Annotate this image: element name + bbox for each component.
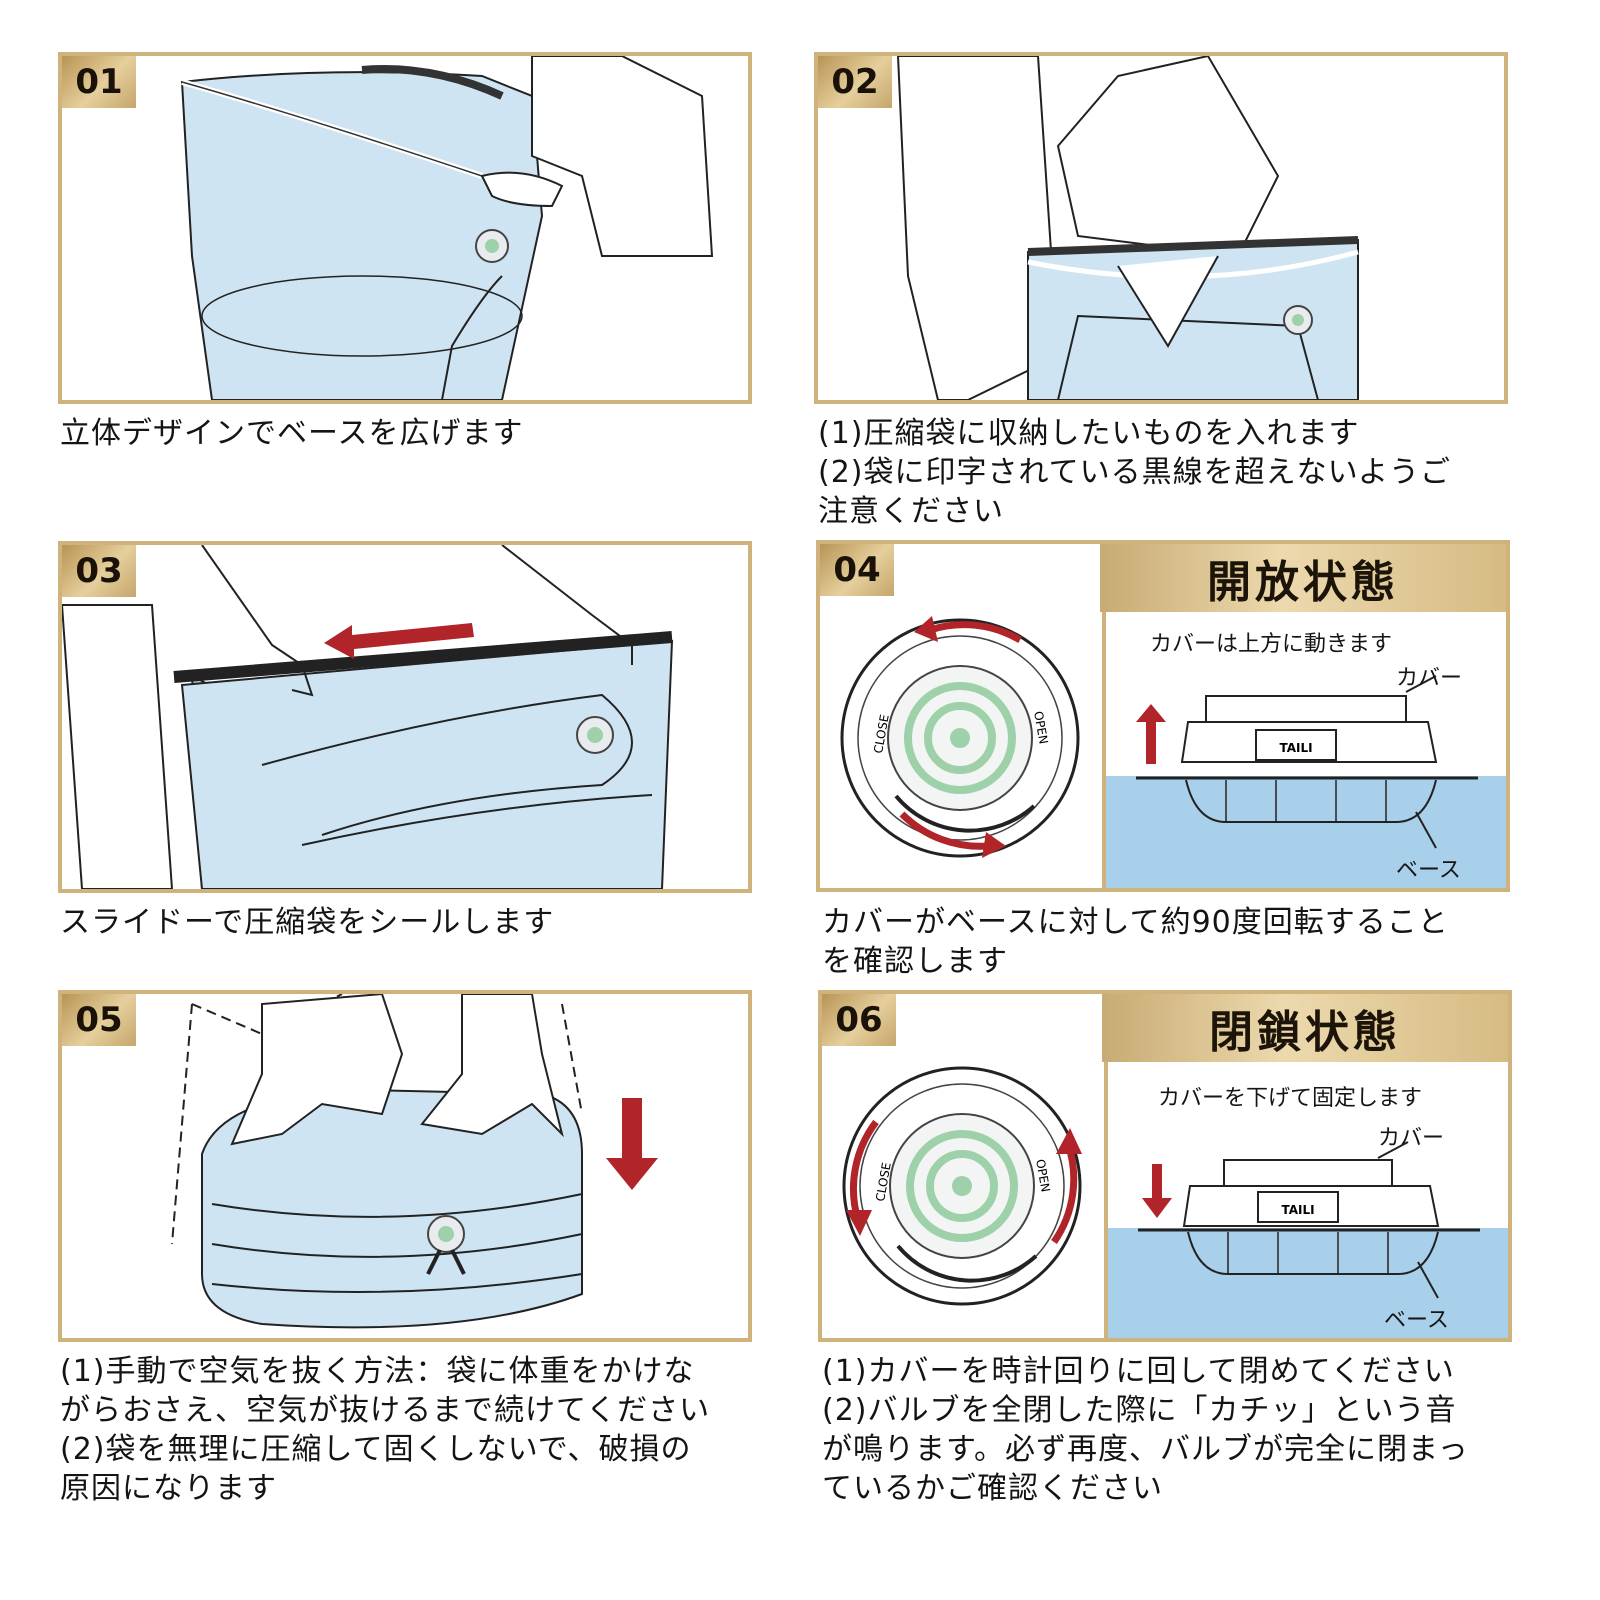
spread-base-illustration xyxy=(180,56,714,400)
step-01-panel: 01 xyxy=(58,52,752,404)
step-06-panel: 06 閉鎖状態 CLOSE OPEN TAILI カバーを下げて固定します xyxy=(818,990,1512,1342)
step-02-caption: (1)圧縮袋に収納したいものを入れます (2)袋に印字されている黒線を超えないよ… xyxy=(818,416,1451,529)
step-number: 03 xyxy=(62,545,136,597)
seal-slider-illustration xyxy=(62,545,674,889)
step-03-caption: スライドーで圧縮袋をシールします xyxy=(60,905,555,940)
closed-note: カバーを下げて固定します xyxy=(1158,1086,1423,1111)
open-state-diagram: TAILI カバーは上方に動きます カバー ベース xyxy=(1102,612,1506,888)
valve-open-dial: CLOSE OPEN xyxy=(840,616,1080,858)
step-06-caption: (1)カバーを時計回りに回して閉めてください (2)バルブを全閉した際に「カチッ… xyxy=(822,1354,1469,1506)
open-state-title: 開放状態 xyxy=(1100,544,1506,612)
step-number: 02 xyxy=(818,56,892,108)
step-02-panel: 02 xyxy=(814,52,1508,404)
base-label: ベース xyxy=(1384,1308,1449,1333)
step-01-caption: 立体デザインでベースを広げます xyxy=(60,416,524,451)
step-number: 06 xyxy=(822,994,896,1046)
press-air-out-illustration xyxy=(171,994,658,1329)
close-mark: CLOSE xyxy=(873,1161,894,1202)
step-04-caption: カバーがベースに対して約90度回転すること を確認します xyxy=(822,905,1449,979)
water-area xyxy=(1108,1228,1508,1338)
cover-label: カバー xyxy=(1378,1126,1445,1151)
closed-state-title: 閉鎖状態 xyxy=(1102,994,1508,1062)
valve-close-dial: CLOSE OPEN xyxy=(842,1066,1082,1306)
step-number: 05 xyxy=(62,994,136,1046)
step-04-panel: 04 開放状態 CLOSE OPEN TAILI カバーは上方に動きます xyxy=(816,540,1510,892)
closed-state-diagram: TAILI カバーを下げて固定します カバー ベース xyxy=(1104,1062,1508,1338)
step-05-caption: (1)手動で空気を抜く方法：袋に体重をかけな がらおさえ、空気が抜けるまで続けて… xyxy=(60,1354,711,1506)
step-number: 04 xyxy=(820,544,894,596)
water-area xyxy=(1106,776,1506,888)
step-number: 01 xyxy=(62,56,136,108)
fill-bag-illustration xyxy=(896,56,1359,400)
brand-mark: TAILI xyxy=(1279,741,1312,755)
open-mark: OPEN xyxy=(1031,710,1051,745)
open-mark: OPEN xyxy=(1033,1158,1053,1193)
cover-label: カバー xyxy=(1396,666,1463,691)
brand-mark: TAILI xyxy=(1281,1203,1314,1217)
step-05-panel: 05 xyxy=(58,990,752,1342)
step-03-panel: 03 xyxy=(58,541,752,893)
open-note: カバーは上方に動きます xyxy=(1150,632,1393,657)
close-mark: CLOSE xyxy=(871,713,892,754)
base-label: ベース xyxy=(1396,858,1461,883)
